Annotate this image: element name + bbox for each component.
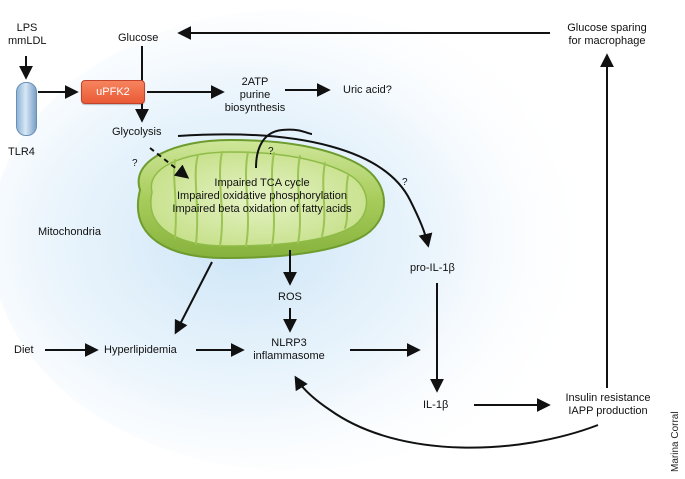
question-mark-glycolysis: ? bbox=[132, 158, 138, 169]
mitochondria-impairments: Impaired TCA cycle Impaired oxidative ph… bbox=[172, 177, 352, 215]
uric-acid-label: Uric acid? bbox=[343, 84, 392, 96]
glycolysis-label: Glycolysis bbox=[112, 126, 162, 138]
mitochondrion bbox=[137, 138, 385, 260]
glucose-label: Glucose bbox=[118, 32, 159, 44]
glucose-sparing-label: Glucose sparing for macrophage bbox=[567, 22, 647, 47]
il1b-label: IL-1β bbox=[423, 399, 449, 411]
pro-il1b-label: pro-IL-1β bbox=[410, 262, 455, 274]
lps-label: LPS mmLDL bbox=[8, 22, 47, 47]
diet-label: Diet bbox=[14, 344, 34, 356]
tlr4-receptor-icon bbox=[16, 82, 37, 136]
mitochondria-label: Mitochondria bbox=[38, 226, 101, 238]
nlrp3-inflammasome-label: NLRP3 inflammasome bbox=[253, 337, 325, 362]
upfk2-box: uPFK2 bbox=[81, 80, 145, 104]
tlr4-label: TLR4 bbox=[8, 146, 35, 158]
ros-label: ROS bbox=[278, 291, 302, 303]
hyperlipidemia-label: Hyperlipidemia bbox=[104, 344, 177, 356]
atp-label: 2ATP purine biosynthesis bbox=[224, 76, 286, 114]
question-mark-top: ? bbox=[268, 146, 274, 157]
insulin-resistance-label: Insulin resistance IAPP production bbox=[565, 392, 651, 417]
question-mark-right: ? bbox=[402, 177, 408, 188]
illustrator-credit: Marina Corral bbox=[670, 411, 681, 472]
